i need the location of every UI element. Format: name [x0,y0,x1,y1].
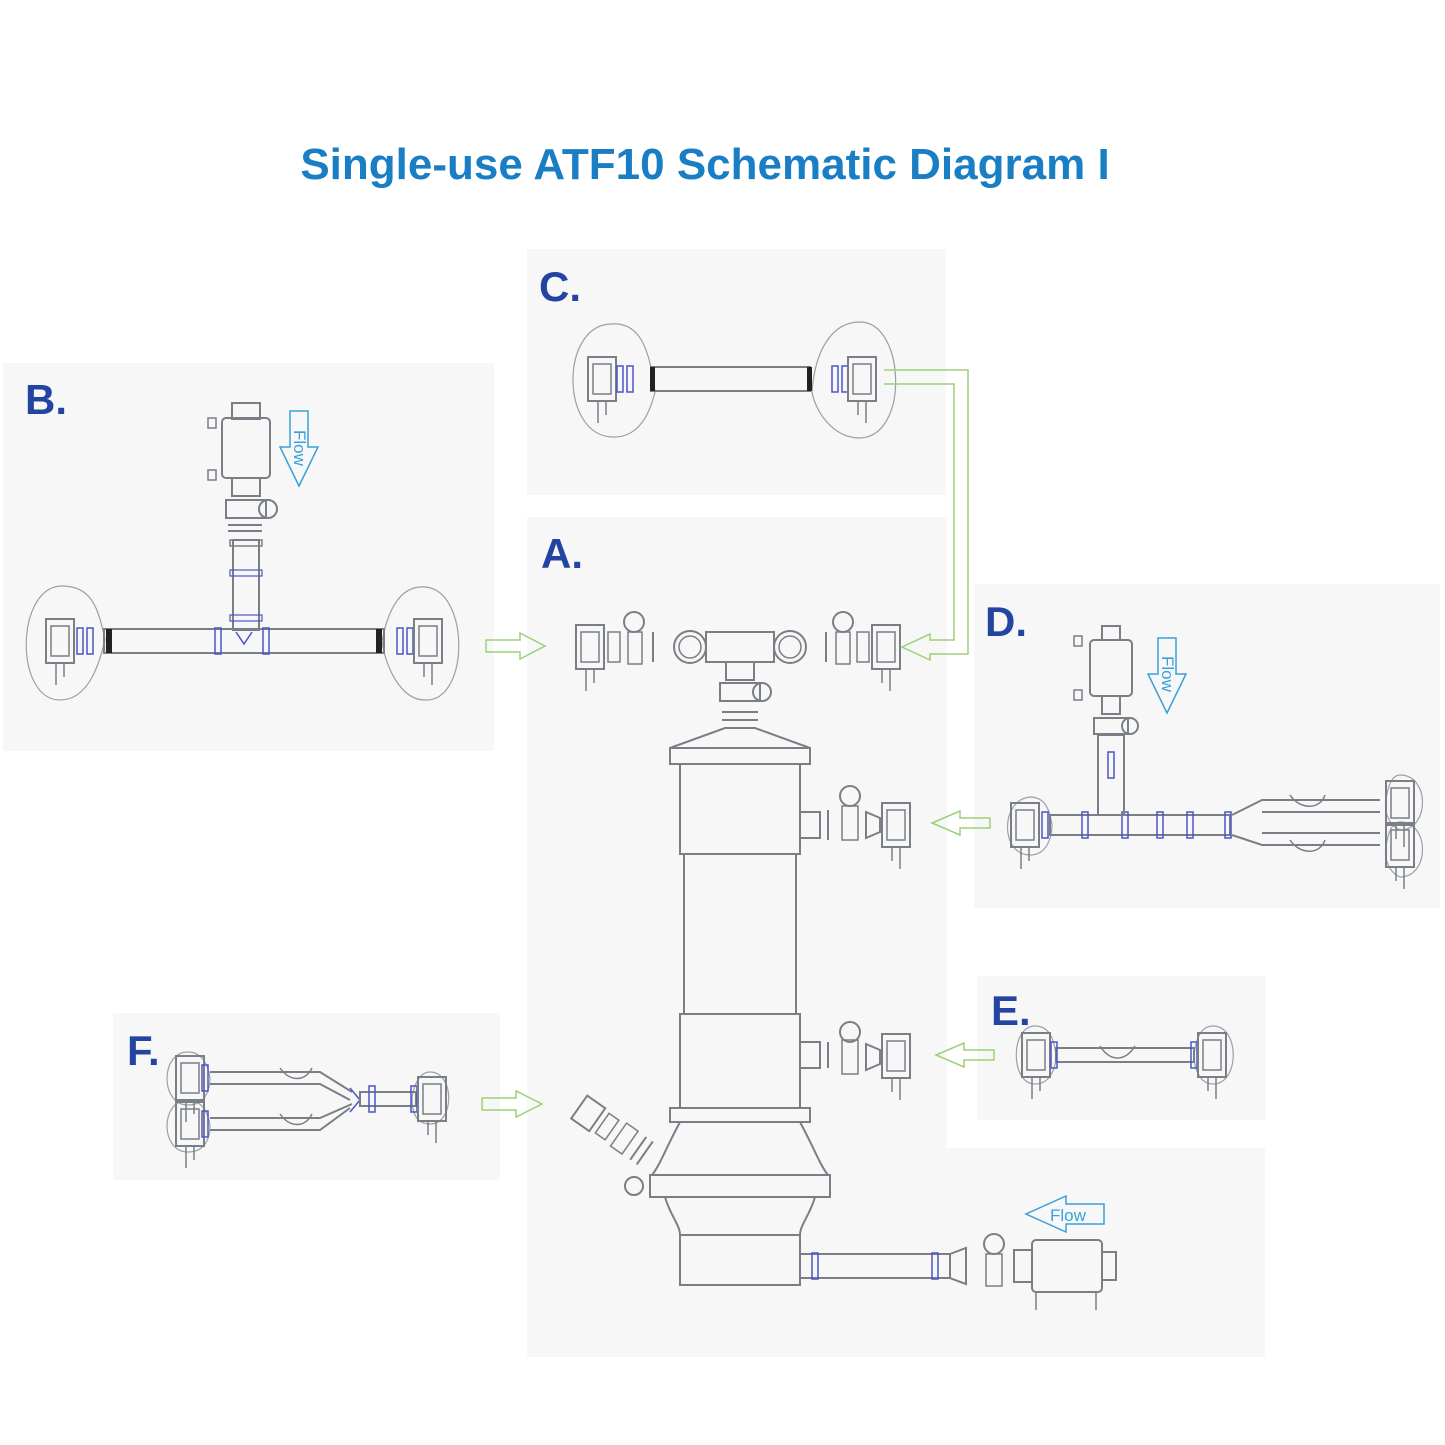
flow-label-d: Flow [1158,656,1177,693]
panel-a-label: A. [541,530,583,577]
panel-e-assembly [1015,1025,1234,1100]
panel-b-assembly: Flow [25,402,460,701]
panel-f-label: F. [127,1027,160,1074]
connector-arrows [481,369,995,1119]
panel-a-assembly: Flow [569,611,1117,1310]
panel-f-assembly [166,1051,450,1169]
page-title: Single-use ATF10 Schematic Diagram I [300,140,1110,189]
flow-label-a: Flow [1050,1206,1087,1225]
panel-d-assembly: Flow [1007,625,1423,890]
panel-c-assembly [572,321,897,439]
panel-b [3,363,494,751]
flow-label-b: Flow [290,430,309,467]
panel-d [974,584,1440,908]
panel-d-label: D. [985,598,1027,645]
panel-c-label: C. [539,263,581,310]
panel-b-label: B. [25,376,67,423]
panel-e-label: E. [991,987,1031,1034]
panel-f [113,1013,500,1180]
